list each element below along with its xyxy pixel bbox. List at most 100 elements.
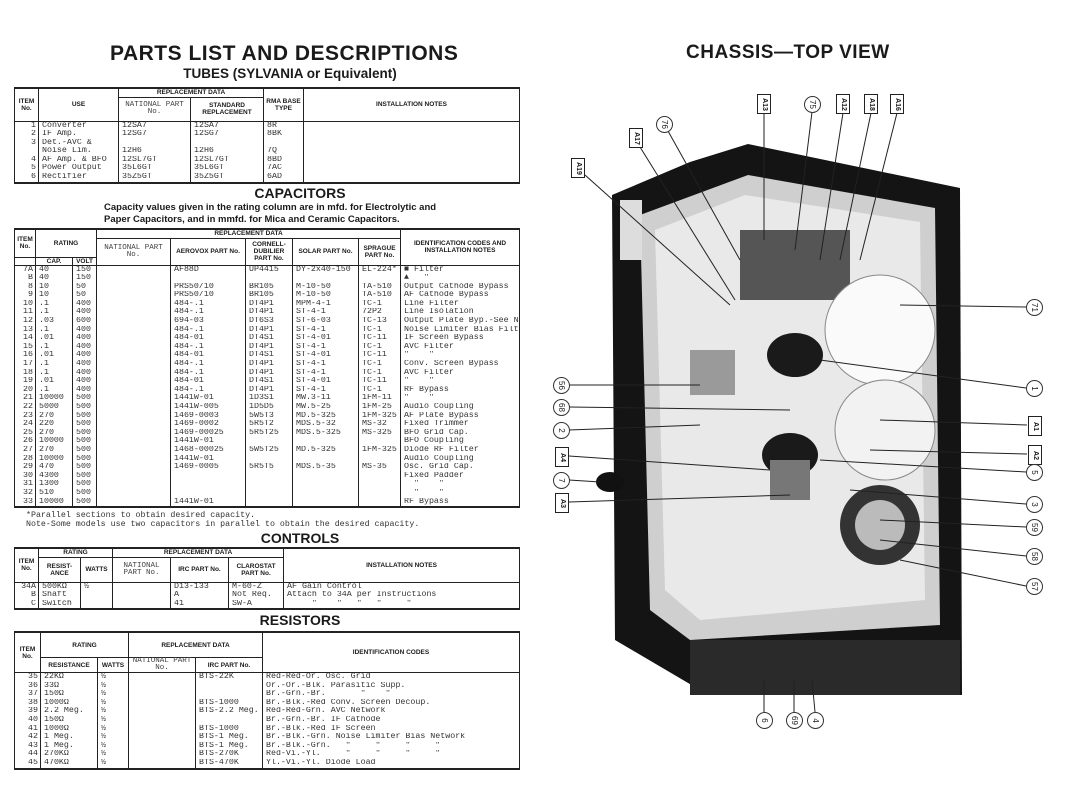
- table-cell: RF Bypass: [400, 385, 520, 395]
- capacitors-heading: CAPACITORS: [254, 185, 346, 201]
- table-cell: Osc. Grid Cap.: [400, 463, 520, 472]
- table-cell: Attach to 34A per Instructions: [283, 591, 520, 600]
- label-A19: A19: [571, 158, 585, 178]
- table-cell: Yl.-Vi.-Yl. Diode Load: [262, 758, 520, 770]
- table-cell: Line Filter: [400, 299, 520, 309]
- table-cell: " ": [400, 377, 520, 386]
- table-cell: [303, 173, 520, 184]
- table-cell: TC-1: [357, 299, 402, 309]
- capacitors-note: Capacity values given in the rating colu…: [104, 202, 437, 225]
- header-watts: WATTS: [80, 556, 113, 583]
- table-cell: [357, 480, 402, 489]
- label-4: 4: [807, 712, 824, 729]
- table-cell: TC-1: [357, 342, 402, 352]
- table-cell: AF Cathode Bypass: [400, 291, 520, 300]
- table-cell: MS-325: [357, 428, 402, 438]
- table-cell: Red-Red-Grn. AVC Network: [262, 707, 520, 716]
- label-71: 71: [1026, 299, 1043, 316]
- label-56: 56: [553, 377, 570, 394]
- chassis-drawing: [596, 144, 962, 695]
- table-cell: TC-1: [357, 368, 402, 378]
- table-cell: Br.-Blk.-Red Conv. Screen Decoup.: [262, 698, 520, 708]
- table-cell: [357, 497, 402, 509]
- table-cell: TC-11: [357, 351, 402, 361]
- header-solar: SOLAR PART No.: [292, 237, 359, 266]
- table-cell: Fixed Padder: [400, 471, 520, 481]
- header-notes: IDENTIFICATION CODES AND INSTALLATION NO…: [400, 228, 520, 266]
- table-cell: Red-Vi.-Yl. " " " ": [262, 750, 520, 759]
- label-A18: A18: [864, 94, 878, 114]
- label-57: 57: [1026, 578, 1043, 595]
- leader-lines: [568, 111, 1028, 713]
- table-cell: " ": [400, 394, 520, 403]
- table-cell: IF Screen Bypass: [400, 334, 520, 343]
- header-standard: STANDARD REPLACEMENT: [190, 96, 264, 122]
- header-use: USE: [38, 87, 119, 122]
- label-7: 7: [553, 472, 570, 489]
- header-item: ITEM No.: [14, 87, 39, 122]
- table-cell: [303, 164, 520, 174]
- table-cell: [303, 155, 520, 165]
- header-national: NATIONAL PART No.: [112, 556, 171, 583]
- label-68: 68: [553, 399, 570, 416]
- header-irc: IRC PART No.: [170, 556, 229, 583]
- table-cell: [357, 437, 402, 446]
- label-A13: A13: [757, 94, 771, 114]
- label-A4: A4: [555, 447, 569, 467]
- table-cell: AVC Filter: [400, 368, 520, 378]
- label-A2: A2: [1028, 445, 1042, 465]
- table-cell: TC-11: [357, 377, 402, 386]
- table-cell: [357, 471, 402, 481]
- table-cell: TC-1: [357, 385, 402, 395]
- table-cell: " ": [400, 351, 520, 361]
- capacitors-table: ITEM No. RATING REPLACEMENT DATA IDENTIF…: [14, 228, 520, 509]
- table-cell: [303, 130, 520, 139]
- table-cell: 72P2: [357, 308, 402, 318]
- table-cell: [303, 121, 520, 131]
- table-cell: " ": [400, 480, 520, 489]
- header-national: NATIONAL PART No.: [118, 96, 191, 122]
- table-cell: [303, 147, 520, 156]
- header-volt: VOLT: [72, 256, 97, 266]
- table-cell: BFO Grid Cap.: [400, 428, 520, 438]
- table-cell: ■ Filter: [400, 265, 520, 275]
- label-76: 76: [656, 116, 673, 133]
- table-cell: Output Plate Byp.-See Note: [400, 317, 520, 326]
- table-cell: TC-11: [357, 334, 402, 343]
- table-cell: 1FM-325: [357, 411, 402, 421]
- table-cell: Red-Red-Or. Osc. Grid: [262, 672, 520, 682]
- table-cell: " ": [400, 488, 520, 498]
- label-A16: A16: [890, 94, 904, 114]
- label-A3: A3: [555, 493, 569, 513]
- header-watts: WATTS: [97, 657, 129, 673]
- table-cell: RF Bypass: [400, 497, 520, 509]
